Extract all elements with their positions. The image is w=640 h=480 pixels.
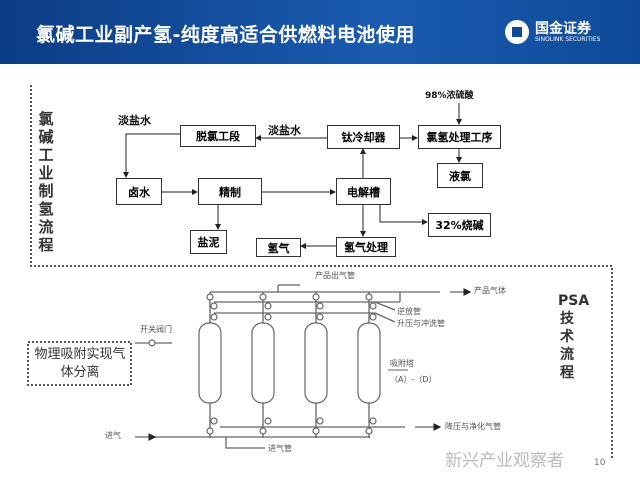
box-titanium-cooler: 钛冷却器: [327, 125, 400, 149]
switch-valve-label: 开关阀门: [140, 325, 172, 334]
box-chlorine-hydrogen-process: 氯氢处理工序: [418, 125, 501, 149]
chlor-section-label: 氯碱工业制氢流程: [38, 110, 54, 254]
inlet-label: 进气: [105, 431, 121, 440]
light-brine-label-2: 淡盐水: [268, 124, 301, 137]
boost-pipe-label: 升压与冲洗管: [397, 319, 445, 328]
box-dechlorination: 脱氯工段: [180, 125, 256, 147]
reverse-pipe-label: 逆放管: [397, 307, 421, 316]
towers-sub-label: （A）-（D）: [390, 375, 437, 384]
box-salt-mud: 盐泥: [190, 230, 227, 254]
box-caustic-soda: 32%烧碱: [428, 213, 491, 237]
slide-title: 氯碱工业副产氢-纯度高适合供燃料电池使用: [36, 24, 415, 46]
logo-mark-icon: [505, 20, 529, 44]
psa-note: 物理吸附实现气体分离: [34, 347, 126, 380]
page-number: 10: [594, 458, 606, 468]
box-hydrogen: 氢气: [256, 238, 301, 257]
depress-pipe-label: 降压与净化气管: [445, 422, 501, 431]
inlet-pipe-label: 进气管: [268, 444, 292, 453]
product-gas-label: 产品气体: [474, 286, 506, 295]
box-hydrogen-process: 氢气处理: [336, 237, 396, 257]
logo-en: SINOLINK SECURITIES: [535, 36, 601, 43]
light-brine-label-1: 淡盐水: [118, 114, 151, 127]
box-liquid-chlorine: 液氯: [437, 163, 483, 188]
slide-header: 氯碱工业副产氢-纯度高适合供燃料电池使用 国金证券 SINOLINK SECUR…: [0, 0, 640, 64]
box-electrolyzer: 电解槽: [336, 178, 391, 205]
towers-label: 吸附塔: [390, 359, 414, 368]
psa-section-label: PSA技术流程: [558, 293, 590, 381]
box-brine: 卤水: [116, 178, 162, 205]
acid-label: 98%浓硫酸: [425, 91, 474, 101]
box-refining: 精制: [198, 178, 262, 205]
logo-name: 国金证券: [535, 21, 591, 37]
watermark: 新兴产业观察者: [445, 451, 564, 471]
product-pipe-label: 产品出气管: [315, 271, 355, 280]
